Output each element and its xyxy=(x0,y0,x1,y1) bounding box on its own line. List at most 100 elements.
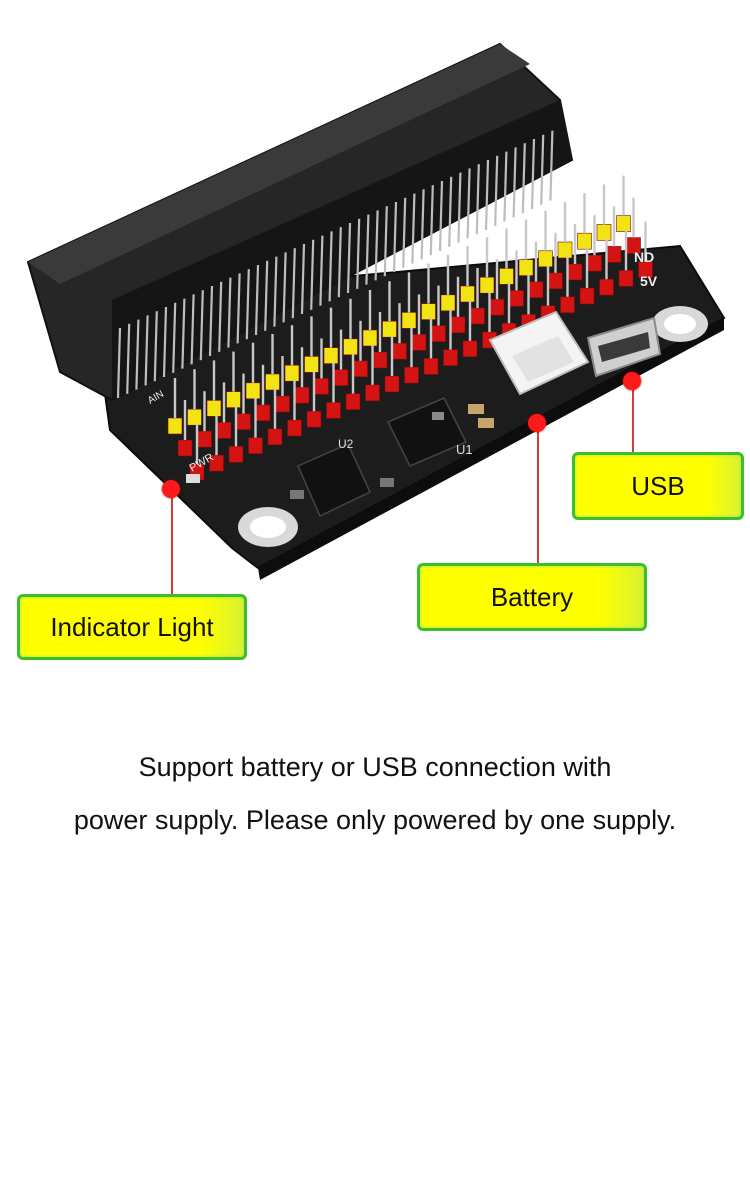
header-block xyxy=(401,312,417,329)
connector-pin xyxy=(521,143,526,214)
silkscreen-u1: U1 xyxy=(456,442,473,457)
connector-pin xyxy=(236,273,241,344)
connector-pin xyxy=(319,235,324,306)
header-block xyxy=(245,382,261,400)
usb-leader-line xyxy=(632,380,634,452)
breakout-board-illustration: U1 U2 ND 5V PWR AIN xyxy=(26,42,726,580)
connector-pin xyxy=(116,327,122,399)
connector-pin xyxy=(144,315,149,386)
connector-pin xyxy=(411,193,416,264)
header-block xyxy=(411,334,427,351)
header-block xyxy=(548,272,563,290)
connector-pin xyxy=(328,231,333,302)
header-block xyxy=(460,285,475,303)
connector-pin xyxy=(291,248,296,319)
header-block xyxy=(216,422,232,439)
header-block xyxy=(567,263,583,281)
connector-pin xyxy=(402,197,407,268)
header-block xyxy=(353,360,368,378)
connector-pin xyxy=(392,201,398,273)
connector-pin xyxy=(457,172,462,243)
header-block xyxy=(167,417,183,435)
edge-connector-slot xyxy=(112,100,572,400)
header-block xyxy=(462,340,478,358)
header-block xyxy=(177,439,193,457)
connector-pin xyxy=(530,138,536,210)
connector-pin xyxy=(199,290,204,361)
connector-pin xyxy=(346,222,352,294)
header-block xyxy=(372,351,388,369)
battery-connector xyxy=(488,310,590,396)
header-pins xyxy=(116,130,653,481)
header-block xyxy=(499,268,514,285)
battery-callout-label: Battery xyxy=(490,581,574,612)
header-block xyxy=(423,358,439,375)
caption-line-2: power supply. Please only powered by one… xyxy=(73,805,677,835)
connector-pin xyxy=(512,147,517,218)
header-block xyxy=(345,393,361,410)
header-block xyxy=(518,259,534,276)
header-block xyxy=(431,325,446,342)
header-block xyxy=(404,366,419,384)
connector-pin xyxy=(540,134,545,205)
header-block xyxy=(248,437,263,454)
connector-pin xyxy=(310,239,315,310)
header-block xyxy=(333,369,349,386)
connector-pin xyxy=(245,269,250,340)
header-block xyxy=(489,298,505,316)
header-block xyxy=(343,338,358,356)
silkscreen-5v: 5V xyxy=(640,273,658,289)
connector-pin xyxy=(218,281,223,352)
header-block xyxy=(323,347,339,364)
smd-components xyxy=(186,404,494,499)
pcb-edge xyxy=(258,318,724,580)
connector-pin xyxy=(162,306,168,378)
header-block xyxy=(365,384,380,402)
header-block xyxy=(294,386,310,404)
header-block xyxy=(287,419,302,437)
connector-pin xyxy=(254,264,260,336)
connector-pin xyxy=(429,185,434,256)
connector-pin xyxy=(448,176,453,247)
indicator-leader-line xyxy=(171,490,173,594)
connector-pin xyxy=(190,294,195,365)
header-block xyxy=(255,404,271,422)
header-block xyxy=(284,364,300,382)
connector-pin xyxy=(438,180,444,252)
header-block xyxy=(187,408,202,426)
battery-leader-line xyxy=(537,424,539,563)
indicator-light-callout: Indicator Light xyxy=(17,594,247,660)
connector-pin xyxy=(208,285,214,357)
edge-connector-top xyxy=(28,44,530,284)
header-block xyxy=(267,428,283,446)
header-block xyxy=(470,307,485,325)
connector-pin xyxy=(466,168,471,239)
header-block xyxy=(228,446,244,463)
header-block xyxy=(226,391,241,408)
connector-pin xyxy=(135,319,140,390)
header-block xyxy=(326,402,341,419)
header-block xyxy=(606,246,622,263)
connector-pin xyxy=(494,155,499,226)
mounting-hole-left xyxy=(238,507,298,547)
header-block xyxy=(538,250,553,268)
header-block xyxy=(275,395,290,413)
connector-pin xyxy=(383,206,388,277)
connector-pin xyxy=(126,323,131,394)
usb-callout: USB xyxy=(572,452,744,520)
header-block xyxy=(382,320,397,338)
connector-pin xyxy=(484,159,490,231)
header-block xyxy=(528,281,544,298)
header-block xyxy=(392,342,407,360)
header-block xyxy=(304,356,319,373)
connector-pin xyxy=(420,189,425,260)
header-block xyxy=(587,254,602,272)
chip-u2: U2 xyxy=(297,437,371,518)
header-block xyxy=(618,270,634,287)
connector-pin xyxy=(374,210,379,281)
silkscreen-u2: U2 xyxy=(338,437,354,451)
header-block xyxy=(306,410,322,428)
silkscreen-gnd: ND xyxy=(634,249,654,265)
header-block xyxy=(440,294,456,312)
header-block xyxy=(557,241,573,259)
